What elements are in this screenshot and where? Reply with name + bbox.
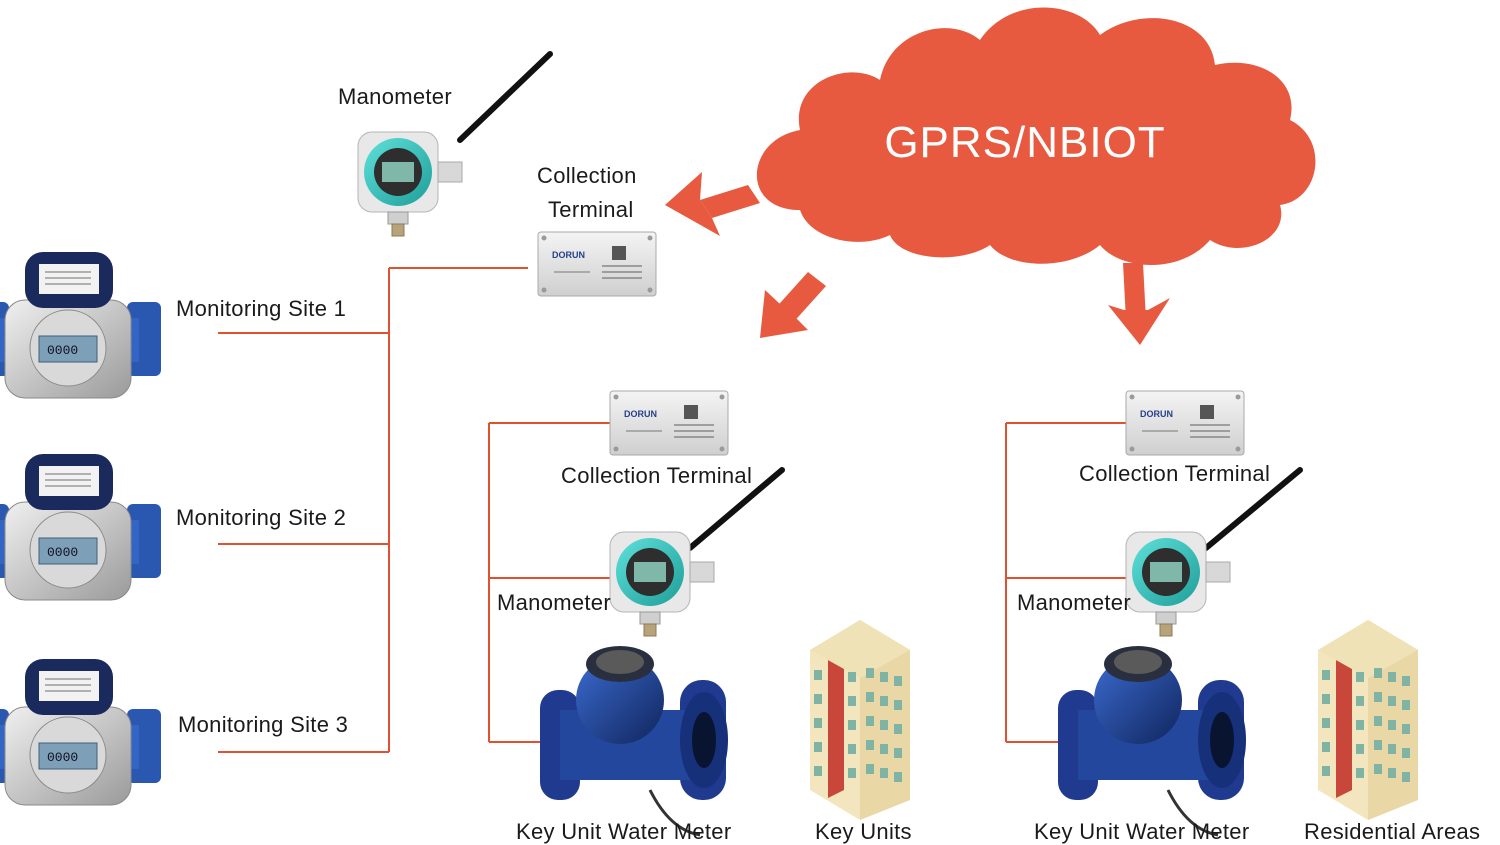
- monitoring-site-3-label: Monitoring Site 3: [178, 712, 349, 737]
- key-unit-water-meter-right-device: [1056, 644, 1248, 837]
- key-units-label: Key Units: [815, 819, 912, 844]
- collection-terminal-top-label-line2: Terminal: [548, 197, 634, 222]
- collection-terminal-top-device: [537, 231, 657, 297]
- monitoring-site-2-label: Monitoring Site 2: [176, 505, 347, 530]
- monitoring-site-1-label: Monitoring Site 1: [176, 296, 347, 321]
- arrow-to-key-units: [760, 272, 826, 338]
- collection-terminal-mid-device: [609, 390, 729, 456]
- residential-areas-building: [1318, 620, 1418, 820]
- manometer-right-label: Manometer: [1017, 590, 1131, 615]
- collection-terminal-top-label-line1: Collection: [537, 163, 637, 188]
- key-unit-water-meter-mid-label: Key Unit Water Meter: [516, 819, 732, 844]
- monitoring-site-2-meter: [0, 453, 162, 601]
- manometer-mid-label: Manometer: [497, 590, 611, 615]
- manometer-top-label: Manometer: [338, 84, 452, 109]
- key-unit-water-meter-mid-device: [538, 644, 730, 837]
- arrow-to-residential: [1108, 263, 1170, 345]
- monitoring-site-3-meter: [0, 658, 162, 806]
- gprs-cloud: [756, 7, 1316, 265]
- collection-terminal-right-label: Collection Terminal: [1079, 461, 1271, 486]
- residential-areas-label: Residential Areas: [1304, 819, 1481, 844]
- collection-terminal-mid-label: Collection Terminal: [561, 463, 753, 488]
- arrow-to-collection-terminal: [665, 172, 760, 236]
- manometer-top-device: [357, 51, 553, 237]
- manometer-right-device: [1125, 467, 1303, 637]
- collection-terminal-right-device: [1125, 390, 1245, 456]
- connector-lines: [218, 267, 1126, 753]
- monitoring-site-1-meter: [0, 251, 162, 399]
- key-unit-water-meter-right-label: Key Unit Water Meter: [1034, 819, 1250, 844]
- manometer-mid-device: [609, 467, 785, 637]
- cloud-label: GPRS/NBIOT: [884, 118, 1166, 167]
- key-units-building: [810, 620, 910, 820]
